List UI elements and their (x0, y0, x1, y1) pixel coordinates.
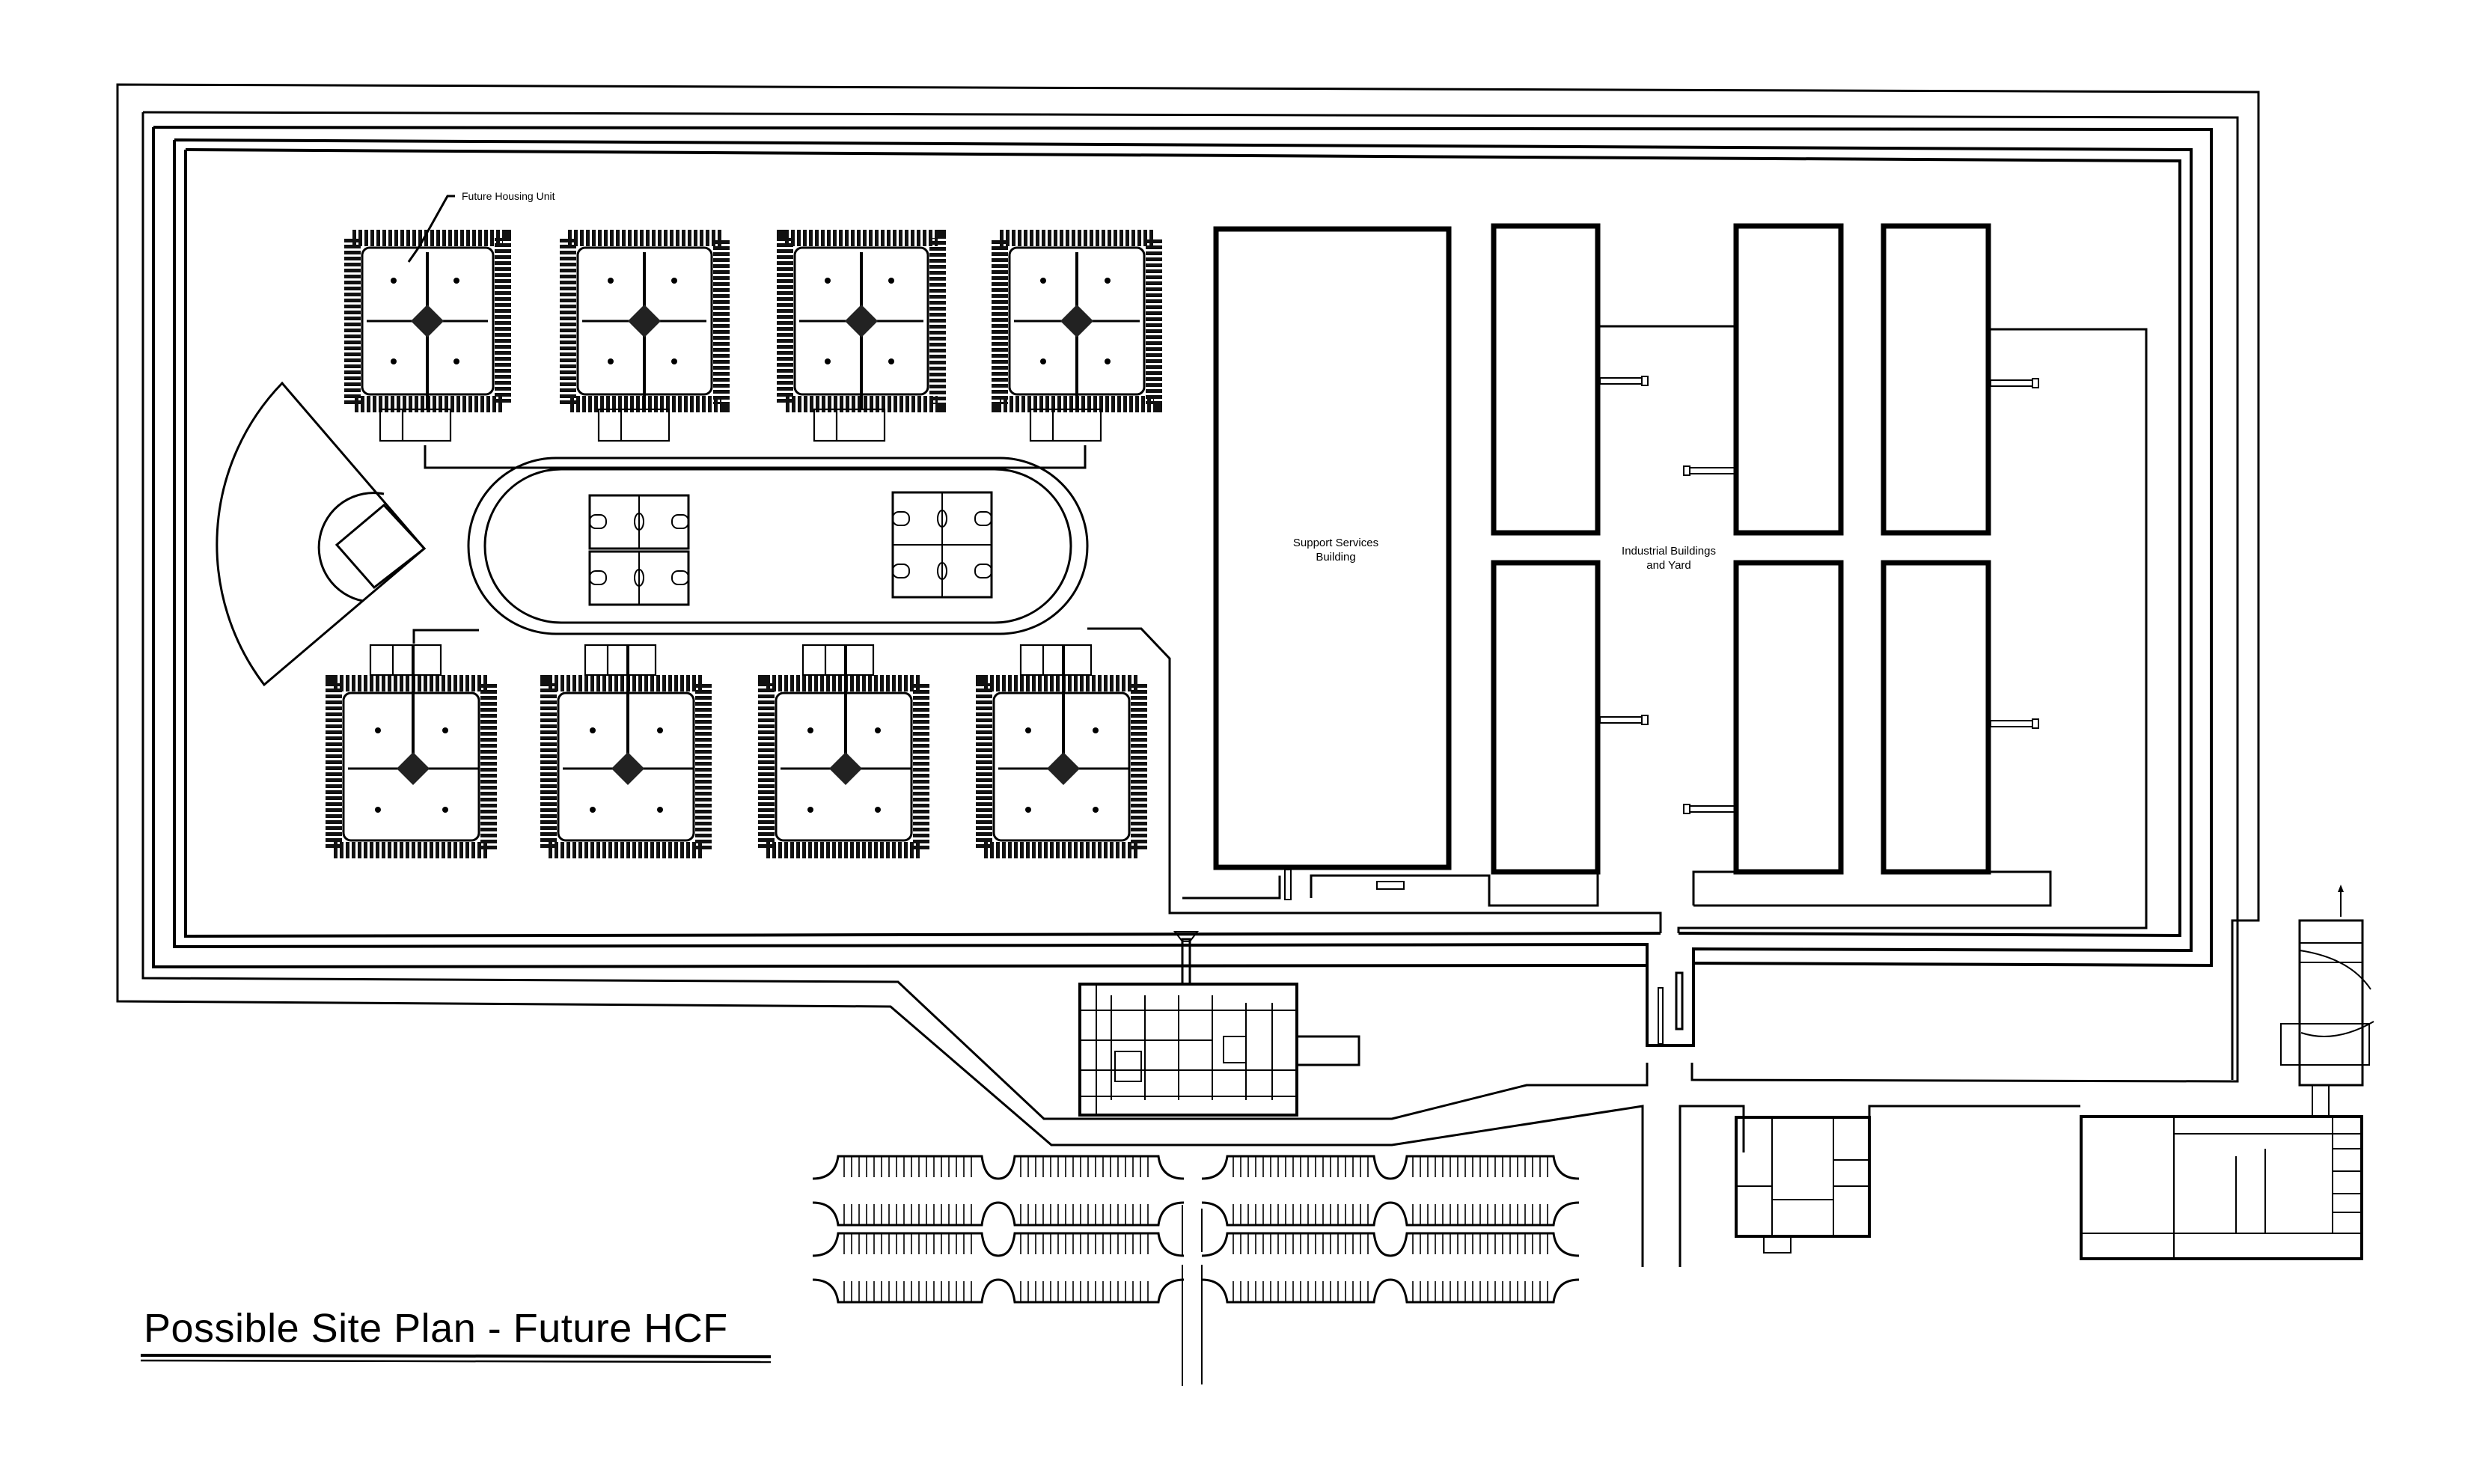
label-support-services-building: Support Services Building (1280, 536, 1392, 564)
perimeter-fences (116, 83, 2260, 1267)
housing-units-top-row (344, 230, 1162, 442)
label-line: Industrial Buildings (1622, 545, 1716, 558)
administration-building (1078, 931, 1360, 1117)
housing-unit (758, 644, 929, 858)
court-group-right (891, 491, 993, 599)
label-line: and Yard (1646, 559, 1691, 572)
outbuilding-large (2080, 1115, 2363, 1260)
outbuilding-small (1735, 1116, 1871, 1254)
sally-port (2280, 885, 2374, 1115)
housing-unit (560, 230, 730, 442)
oval-track (467, 457, 1089, 635)
housing-unit (540, 644, 712, 858)
internal-roads (412, 325, 2148, 933)
label-line: Building (1316, 551, 1356, 564)
basketball-courts (588, 491, 993, 606)
industrial-buildings (1491, 223, 2039, 875)
housing-unit (992, 230, 1162, 442)
housing-callout-leader (407, 195, 455, 263)
label-future-housing-unit: Future Housing Unit (462, 190, 555, 202)
label-line: Support Services (1292, 537, 1379, 549)
main-gate (1658, 971, 1684, 1045)
label-industrial-buildings: Industrial Buildings and Yard (1601, 544, 1736, 572)
ball-field (216, 381, 427, 687)
housing-units-bottom-row (326, 644, 1147, 858)
support-services-building (1213, 226, 1452, 870)
housing-unit (326, 644, 497, 858)
parking-lot (812, 1155, 1580, 1304)
housing-unit (976, 644, 1147, 858)
drawing-title: Possible Site Plan - Future HCF (144, 1306, 728, 1351)
title-underline (140, 1354, 772, 1358)
court-group-left (588, 494, 690, 606)
housing-unit (344, 230, 511, 442)
housing-unit (777, 230, 946, 442)
